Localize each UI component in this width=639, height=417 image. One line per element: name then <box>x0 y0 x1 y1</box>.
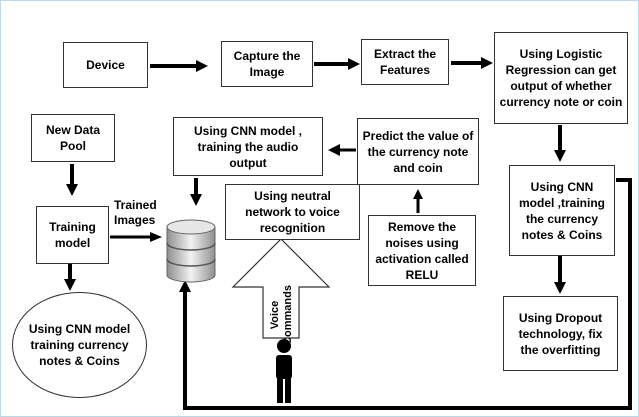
cnn-training-left-ellipse: Using CNN model training currency notes … <box>12 292 147 398</box>
arrow-extract-to-logistic <box>451 57 493 69</box>
arrow-cnn-right-to-dropout <box>554 256 566 294</box>
arrow-device-to-capture <box>150 60 208 72</box>
logistic-regression-box: Using Logistic Regression can get output… <box>494 32 628 124</box>
cnn-audio-output-box: Using CNN model , training the audio out… <box>173 117 323 176</box>
new-data-pool-box: New Data Pool <box>31 114 115 162</box>
cnn-training-right-box: Using CNN model ,training the currency n… <box>509 165 615 256</box>
person-icon <box>276 339 292 403</box>
device-box: Device <box>63 42 148 88</box>
dropout-box: Using Dropout technology, fix the overfi… <box>503 296 618 371</box>
feedback-loop-line <box>179 178 632 410</box>
trained-images-label: Trained Images <box>114 198 157 227</box>
arrow-datapool-to-training <box>66 164 78 196</box>
arrow-logistic-to-cnn-right <box>554 125 566 162</box>
arrow-training-to-cnn-left <box>64 264 76 291</box>
database-icon <box>166 219 216 283</box>
predict-value-box: Predict the value of the currency note a… <box>357 118 479 185</box>
voice-commands-label: Voice Commands <box>269 285 294 345</box>
training-model-box: Training model <box>36 206 109 264</box>
arrow-capture-to-extract <box>314 58 360 70</box>
voice-commands-arrow <box>231 238 331 339</box>
remove-noise-box: Remove the noises using activation calle… <box>368 215 476 286</box>
arrow-noise-to-predict <box>413 189 423 213</box>
arrow-predict-to-cnn-audio <box>328 144 356 156</box>
capture-image-box: Capture the Image <box>221 41 313 87</box>
extract-features-box: Extract the Features <box>361 39 449 85</box>
arrow-training-to-database <box>110 232 162 242</box>
neural-network-voice-box: Using neutral network to voice recogniti… <box>225 184 360 240</box>
arrow-cnn-audio-to-database <box>190 178 202 206</box>
